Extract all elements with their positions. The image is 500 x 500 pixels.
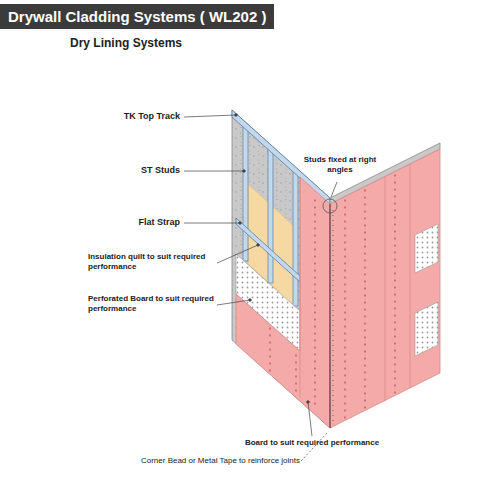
leader-line bbox=[217, 300, 250, 305]
screw-line bbox=[394, 175, 395, 393]
subtitle: Dry Lining Systems bbox=[70, 36, 270, 50]
corner-bead-dots bbox=[333, 210, 334, 424]
board-joint bbox=[385, 177, 386, 401]
screw-line bbox=[344, 200, 345, 418]
leader-line bbox=[308, 402, 312, 436]
leader-dot bbox=[257, 244, 260, 247]
screw-line bbox=[269, 328, 270, 372]
stud bbox=[293, 171, 298, 306]
part-label: Board to suit required performance bbox=[232, 438, 392, 448]
leader-dot bbox=[249, 299, 252, 302]
leader-dot bbox=[235, 114, 238, 117]
part-label: Insulation quilt to suit required perfor… bbox=[88, 252, 214, 272]
leader-line bbox=[184, 171, 244, 172]
board bbox=[330, 149, 440, 428]
leader-dot bbox=[239, 222, 242, 225]
board bbox=[236, 177, 330, 428]
leader-dot bbox=[243, 170, 246, 173]
screw-line bbox=[295, 355, 296, 392]
leader-line bbox=[217, 245, 258, 263]
part-label: ST Studs bbox=[60, 165, 180, 176]
part-label: Studs fixed at right angles bbox=[292, 155, 388, 175]
stud bbox=[243, 126, 248, 261]
board-joint bbox=[410, 164, 411, 388]
title-bar: Drywall Cladding Systems ( WL202 ) bbox=[0, 4, 274, 29]
corner-marker bbox=[323, 199, 337, 213]
leader-line bbox=[331, 182, 337, 197]
perforated-board bbox=[415, 224, 438, 273]
part-label: TK Top Track bbox=[60, 111, 180, 122]
screw-line bbox=[314, 200, 315, 410]
perforated-board bbox=[415, 302, 438, 356]
screw-line bbox=[364, 190, 365, 408]
part-label: Perforated Board to suit required perfor… bbox=[88, 294, 214, 314]
leader-line bbox=[184, 223, 240, 224]
stud bbox=[268, 148, 273, 283]
board-joint bbox=[300, 177, 301, 397]
part-label: Flat Strap bbox=[60, 217, 180, 228]
leader-dot bbox=[307, 401, 310, 404]
part-label: Corner Bead or Metal Tape to reinforce j… bbox=[100, 456, 300, 466]
corner-bead bbox=[329, 204, 331, 428]
leader-line bbox=[184, 115, 236, 117]
